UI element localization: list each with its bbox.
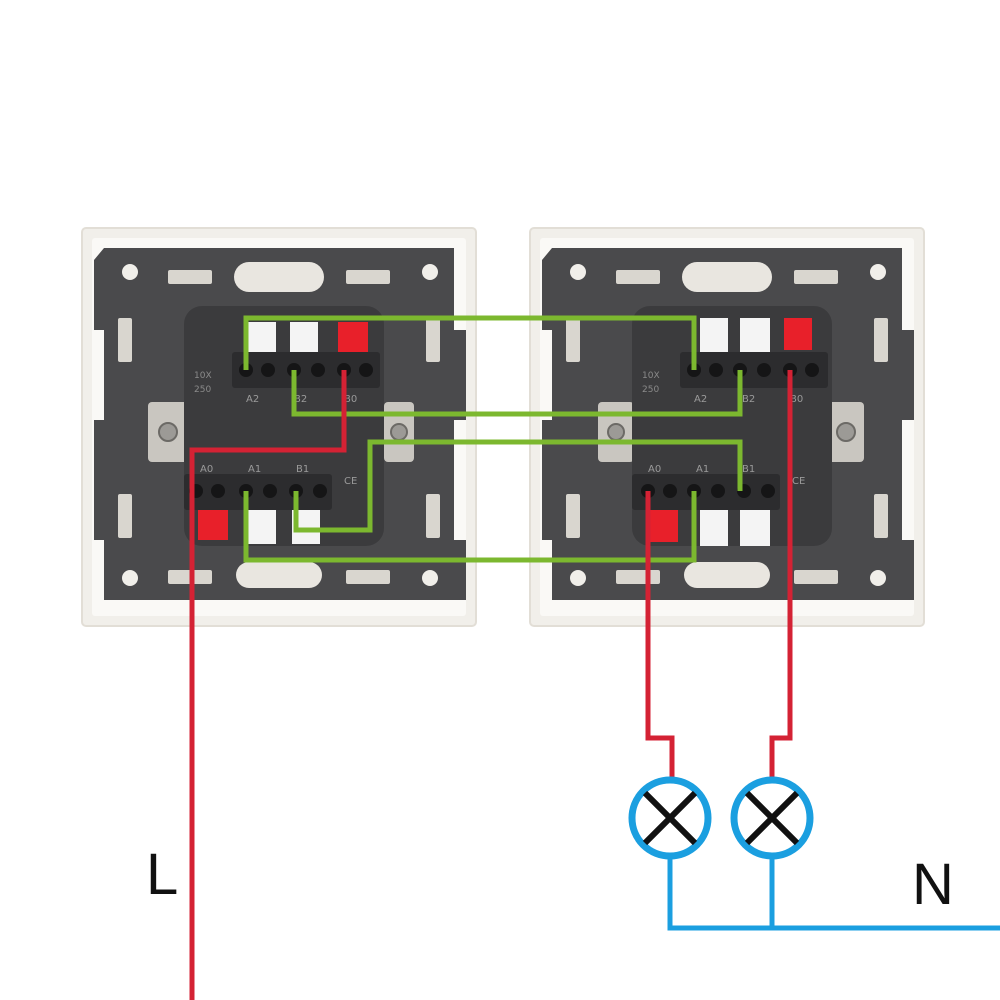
live-wire-lamp-2: [769, 370, 793, 780]
terminal-hole: [757, 363, 771, 377]
lower-terminal-block: [184, 474, 332, 510]
release-clamp-red[interactable]: [338, 322, 368, 352]
claw: [794, 570, 838, 584]
live-wire-lamp-1: [645, 491, 675, 780]
rating-text: 10X: [642, 371, 660, 381]
terminal-label-b2: B2: [742, 394, 755, 405]
terminal-hole: [311, 363, 325, 377]
mount-hole: [422, 570, 438, 586]
traveler-wire-b2: [291, 370, 743, 417]
neutral-wires: [667, 856, 1000, 931]
lamp-cross: [744, 790, 800, 846]
left-switch: 10X 250 A2 B2 B0 A0 A1 B1 CE: [81, 227, 477, 627]
claw: [426, 318, 440, 362]
claw: [118, 318, 132, 362]
release-clamp[interactable]: [248, 322, 276, 352]
claw: [118, 494, 132, 538]
lamp-cross: [642, 790, 698, 846]
terminal-label-b2: B2: [294, 394, 307, 405]
neutral-wire-main: [667, 856, 1000, 931]
lamp-2: [730, 776, 814, 860]
terminal-hole: [211, 484, 225, 498]
traveler-wires: [243, 315, 743, 563]
mount-hole: [570, 264, 586, 280]
mount-hole: [422, 264, 438, 280]
mount-hole: [570, 570, 586, 586]
release-clamp[interactable]: [248, 510, 276, 544]
terminal-hole: [313, 484, 327, 498]
screw-icon: [158, 422, 178, 442]
screw-icon: [390, 423, 408, 441]
live-wires: [189, 370, 793, 1000]
terminal-label-a0: A0: [200, 464, 213, 475]
release-clamp[interactable]: [740, 510, 770, 546]
lower-terminal-block: [632, 474, 780, 510]
terminal-label-b1: B1: [296, 464, 309, 475]
terminal-hole: [805, 363, 819, 377]
live-wire-feed: [189, 370, 347, 1000]
claw: [566, 318, 580, 362]
terminal-label-a2: A2: [694, 394, 707, 405]
release-clamp[interactable]: [740, 318, 770, 352]
mount-hole: [122, 264, 138, 280]
claw: [566, 494, 580, 538]
release-clamp[interactable]: [700, 510, 728, 546]
rating-text: 10X: [194, 371, 212, 381]
terminal-hole: [709, 363, 723, 377]
mount-slot: [234, 262, 324, 292]
upper-terminal-block: [232, 352, 380, 388]
mount-hole: [122, 570, 138, 586]
release-clamp-red[interactable]: [198, 510, 228, 540]
traveler-wire-a2: [243, 315, 697, 370]
lamp-1: [628, 776, 712, 860]
terminal-label-a1: A1: [248, 464, 261, 475]
mount-slot: [682, 262, 772, 292]
terminal-label-a2: A2: [246, 394, 259, 405]
release-clamp[interactable]: [290, 322, 318, 352]
neutral-label: N: [912, 852, 954, 917]
claw: [426, 494, 440, 538]
mount-hole: [870, 264, 886, 280]
mount-hole: [870, 570, 886, 586]
rating-text: 250: [642, 385, 659, 395]
terminal-hole: [261, 363, 275, 377]
terminal-hole: [761, 484, 775, 498]
ce-mark: CE: [792, 476, 805, 487]
traveler-wire-a1: [243, 491, 697, 563]
release-clamp[interactable]: [700, 318, 728, 352]
claw: [794, 270, 838, 284]
claw: [346, 570, 390, 584]
live-label: L: [146, 842, 178, 907]
claw: [346, 270, 390, 284]
release-clamp-red[interactable]: [784, 318, 812, 350]
claw: [616, 270, 660, 284]
release-clamp-red[interactable]: [650, 510, 678, 542]
terminal-label-b0: B0: [790, 394, 803, 405]
screw-icon: [836, 422, 856, 442]
terminal-label-a1: A1: [696, 464, 709, 475]
terminal-hole: [263, 484, 277, 498]
claw: [874, 318, 888, 362]
mount-slot: [684, 562, 770, 588]
traveler-wire-b1: [293, 439, 743, 533]
claw: [616, 570, 660, 584]
mount-slot: [236, 562, 322, 588]
terminal-label-b0: B0: [344, 394, 357, 405]
right-switch: 10X 250 A2 B2 B0 A0 A1 B1 CE: [529, 227, 925, 627]
claw: [874, 494, 888, 538]
terminal-hole: [711, 484, 725, 498]
rating-text: 250: [194, 385, 211, 395]
terminal-label-b1: B1: [742, 464, 755, 475]
terminal-hole: [663, 484, 677, 498]
ce-mark: CE: [344, 476, 357, 487]
terminal-hole: [359, 363, 373, 377]
terminal-label-a0: A0: [648, 464, 661, 475]
screw-icon: [607, 423, 625, 441]
claw: [168, 270, 212, 284]
